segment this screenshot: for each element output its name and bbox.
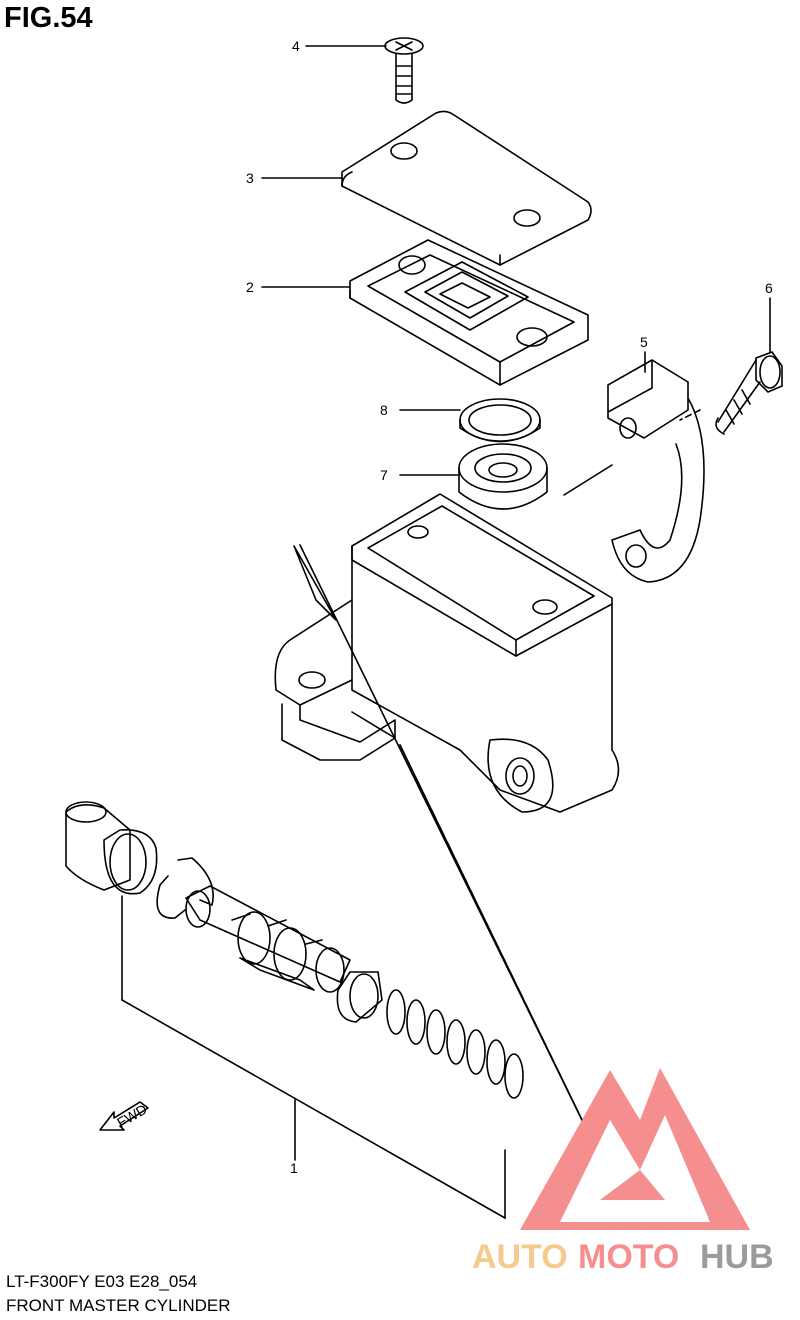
callout-2: 2: [246, 279, 254, 295]
part-8-ring: [459, 398, 541, 443]
callout-1: 1: [290, 1160, 298, 1176]
figure-title: FIG.54: [4, 2, 93, 34]
callout-7: 7: [380, 467, 388, 483]
callout-5: 5: [640, 334, 648, 350]
part-5-clamp: [563, 359, 705, 583]
callout-6: 6: [765, 280, 773, 296]
callout-4: 4: [292, 38, 300, 54]
master-cylinder-body: [274, 493, 620, 813]
section-name: FRONT MASTER CYLINDER: [6, 1296, 231, 1315]
part-6-bolt: [679, 351, 783, 435]
fwd-arrow: [99, 1101, 149, 1131]
part-4-screw: [384, 37, 424, 104]
watermark-hub: HUB: [700, 1238, 774, 1276]
model-code: LT-F300FY E03 E28_054: [6, 1272, 198, 1291]
callout-8: 8: [380, 402, 388, 418]
part-7-boot: [458, 443, 548, 510]
callout-3: 3: [246, 170, 254, 186]
watermark-moto: MOTO: [578, 1238, 679, 1276]
part-3-reservoir-cap: [341, 110, 592, 266]
part-2-diaphragm: [349, 239, 589, 386]
watermark-logo: AUTO MOTO HUB: [472, 1068, 774, 1276]
spring: [386, 989, 524, 1099]
leader-lines: [121, 45, 771, 1219]
watermark-auto: AUTO: [472, 1238, 568, 1276]
part-1-piston-kit: [65, 801, 383, 1023]
